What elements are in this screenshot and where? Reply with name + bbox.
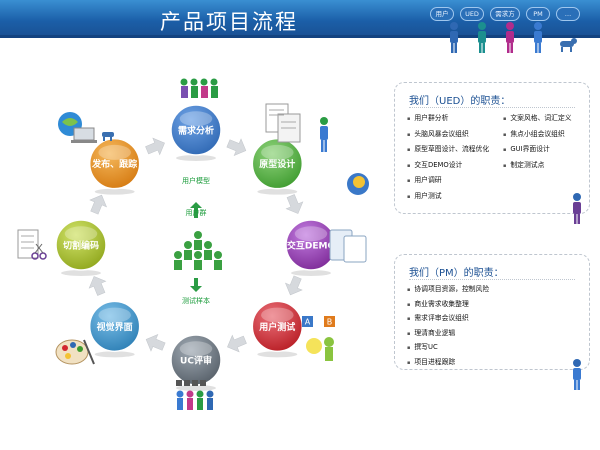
center-bottom-label: 测试样本: [182, 297, 210, 305]
process-step-node: 原型设计: [251, 137, 304, 195]
process-step-label: 原型设计: [259, 158, 295, 170]
list-item: 用户测试: [407, 189, 489, 205]
process-step-label: 视觉界面: [97, 321, 133, 333]
ued-left-list: 用户群分析 头脑风暴会议组织 原型草图设计、流程优化 交互DEMO设计 用户调研…: [407, 111, 489, 205]
center-arrow-down-icon: [190, 278, 202, 292]
ued-responsibility-panel: 我们（UED）的职责： 用户群分析 头脑风暴会议组织 原型草图设计、流程优化 交…: [394, 82, 590, 214]
flow-arrow-icon: [284, 275, 303, 296]
process-step-node: 发布、跟踪: [88, 137, 141, 195]
flow-arrow-icon: [227, 334, 247, 353]
process-step-label: 需求分析: [178, 125, 214, 137]
flow-arrow-icon: [285, 194, 304, 214]
person-icon: [450, 22, 458, 53]
role-demand: 需求方: [490, 7, 520, 21]
ued-person-icon: [573, 193, 581, 224]
flow-arrow-icon: [226, 138, 247, 157]
list-item: 协调项目资源，控制风险: [407, 283, 489, 298]
list-item: 焦点小组会议组织: [503, 127, 572, 143]
central-user-group-icon: [174, 231, 222, 270]
ued-right-list: 文案风格、词汇定义 焦点小组会议组织 GUI界面设计 制定测试点: [503, 111, 572, 174]
pm-person-icon: [573, 359, 581, 390]
process-step-node: 视觉界面: [88, 300, 141, 358]
list-item: 用户调研: [407, 173, 489, 189]
scissors-icon: [17, 229, 47, 260]
process-step-node: 需求分析: [170, 104, 222, 161]
person-icon: [478, 22, 486, 53]
flow-arrow-icon: [145, 137, 165, 156]
list-item: 理清商业逻辑: [407, 327, 489, 342]
palette-icon: [55, 339, 95, 365]
page-title: 产品项目流程: [160, 10, 298, 34]
pm-responsibility-panel: 我们（PM）的职责： 协调项目资源，控制风险 商业需求收集整理 需求评审会议组织…: [394, 254, 590, 370]
pm-panel-title: 我们（PM）的职责：: [409, 268, 504, 279]
process-step-node: 交互DEMO: [285, 219, 337, 276]
list-item: 需求评审会议组织: [407, 312, 489, 327]
list-item: 交互DEMO设计: [407, 158, 489, 174]
process-step-label: 交互DEMO: [287, 240, 336, 252]
pm-list: 协调项目资源，控制风险 商业需求收集整理 需求评审会议组织 理清商业逻辑 撰写U…: [407, 283, 489, 370]
role-legend: 用户 UED 需求方 PM …: [430, 7, 580, 21]
ab-option-a: A: [305, 317, 311, 326]
list-item: 商业需求收集整理: [407, 298, 489, 313]
process-step-label: 发布、跟踪: [91, 158, 137, 170]
flow-arrow-icon: [145, 333, 166, 352]
laptop-globe-icon: [58, 112, 114, 143]
person-icon: [320, 117, 328, 152]
review-group-icon: [176, 380, 214, 410]
devices-icon: [329, 229, 367, 263]
ab-option-b: B: [327, 317, 333, 326]
person-icon: [534, 22, 542, 53]
process-step-node: 切割编码: [55, 219, 107, 276]
role-ued: UED: [460, 7, 484, 21]
list-item: 撰写UC: [407, 341, 489, 356]
idea-head-icon: [347, 173, 369, 195]
dog-icon: [560, 38, 577, 52]
role-figures: [450, 22, 577, 53]
center-mid-label: 用户群: [185, 209, 207, 217]
list-item: 文案风格、词汇定义: [503, 111, 571, 127]
person-icon: [506, 22, 514, 53]
list-item: 原型草图设计、流程优化: [407, 142, 489, 158]
process-step-label: 切割编码: [63, 240, 99, 252]
user-group-icon: [180, 78, 218, 98]
ab-test-icon: A B: [302, 316, 335, 361]
process-step-node: 用户测试: [251, 300, 304, 358]
list-item: 项目进程跟踪: [407, 356, 489, 371]
flow-arrow-icon: [89, 194, 108, 215]
center-arrow-up-icon: [190, 202, 202, 218]
role-pm: PM: [526, 7, 550, 21]
list-item: 用户群分析: [407, 111, 489, 127]
role-more: …: [556, 7, 580, 21]
role-user: 用户: [430, 7, 454, 21]
flow-arrow-icon: [88, 276, 107, 296]
list-item: 制定测试点: [503, 158, 572, 174]
page-header: 产品项目流程 用户 UED 需求方 PM …: [0, 0, 600, 38]
sketch-papers-icon: [265, 103, 301, 143]
center-top-label: 用户模型: [182, 177, 210, 185]
list-item: GUI界面设计: [503, 142, 572, 158]
process-step-label: UC评审: [180, 355, 212, 367]
ued-panel-title: 我们（UED）的职责：: [409, 96, 511, 107]
process-step-label: 用户测试: [258, 321, 295, 333]
list-item: 头脑风暴会议组织: [407, 127, 489, 143]
